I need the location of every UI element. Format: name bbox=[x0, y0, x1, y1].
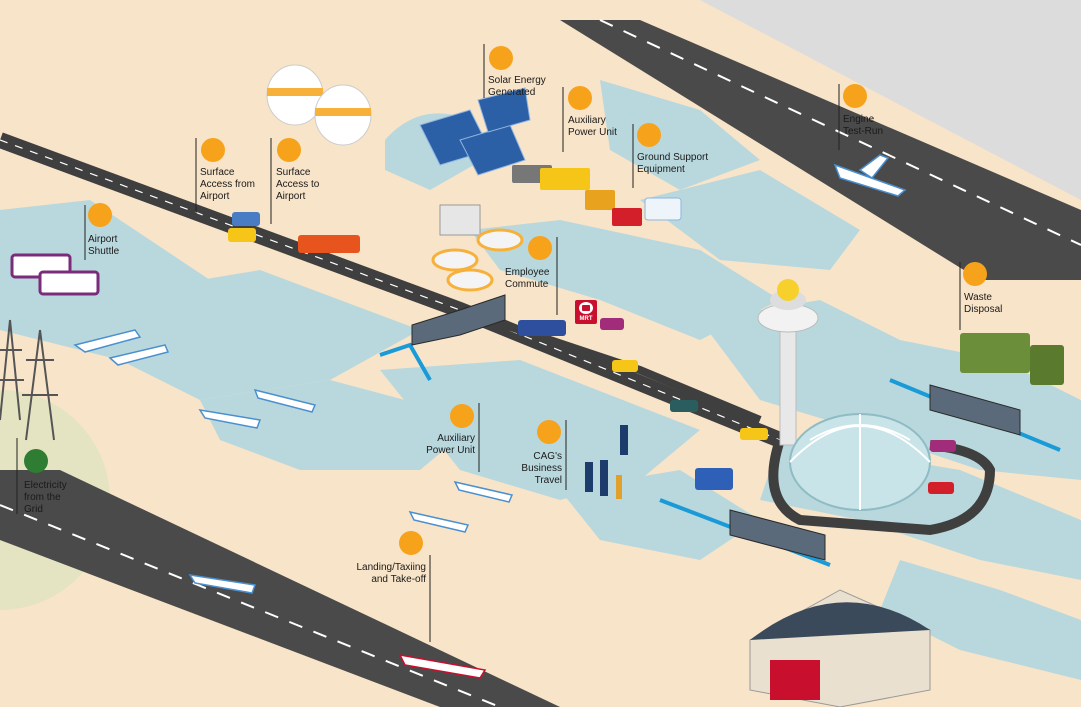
commute-marker-icon bbox=[528, 236, 552, 260]
apu-mid-marker-icon bbox=[450, 404, 474, 428]
aircraft bbox=[73, 154, 907, 679]
mrt-station-sign-icon: MRT bbox=[575, 300, 597, 324]
surface-from-marker-icon bbox=[201, 138, 225, 162]
jewel-dome bbox=[789, 413, 931, 511]
gse-vehicles bbox=[512, 165, 682, 226]
leader-lines bbox=[16, 44, 961, 642]
landing-marker-icon bbox=[399, 531, 423, 555]
solar-panels bbox=[419, 87, 531, 176]
electricity-marker-icon bbox=[24, 449, 48, 473]
business-marker-icon bbox=[537, 420, 561, 444]
business-travellers bbox=[585, 425, 628, 499]
utility-tanks bbox=[431, 204, 524, 292]
hangar bbox=[749, 589, 931, 707]
waste-marker-icon bbox=[963, 262, 987, 286]
shuttle-buses bbox=[10, 253, 100, 296]
shuttle-marker-icon bbox=[88, 203, 112, 227]
fuel-tanks bbox=[266, 64, 372, 146]
engine-marker-icon bbox=[843, 84, 867, 108]
mrt-sign-text: MRT bbox=[579, 316, 593, 322]
bottom-runway bbox=[0, 470, 560, 707]
scope-markers bbox=[88, 46, 987, 555]
trains bbox=[411, 294, 1021, 561]
apu-top-marker-icon bbox=[568, 86, 592, 110]
surface-to-marker-icon bbox=[277, 138, 301, 162]
road-vehicles bbox=[228, 212, 956, 494]
sky-area bbox=[700, 0, 1081, 200]
train-icon bbox=[579, 302, 593, 314]
gse-marker-icon bbox=[637, 123, 661, 147]
top-runway bbox=[560, 19, 1081, 280]
control-tower bbox=[757, 279, 819, 446]
power-pylons bbox=[0, 319, 58, 441]
rail-line bbox=[379, 342, 432, 381]
waste-trucks bbox=[960, 333, 1064, 385]
solar-marker-icon bbox=[489, 46, 513, 70]
